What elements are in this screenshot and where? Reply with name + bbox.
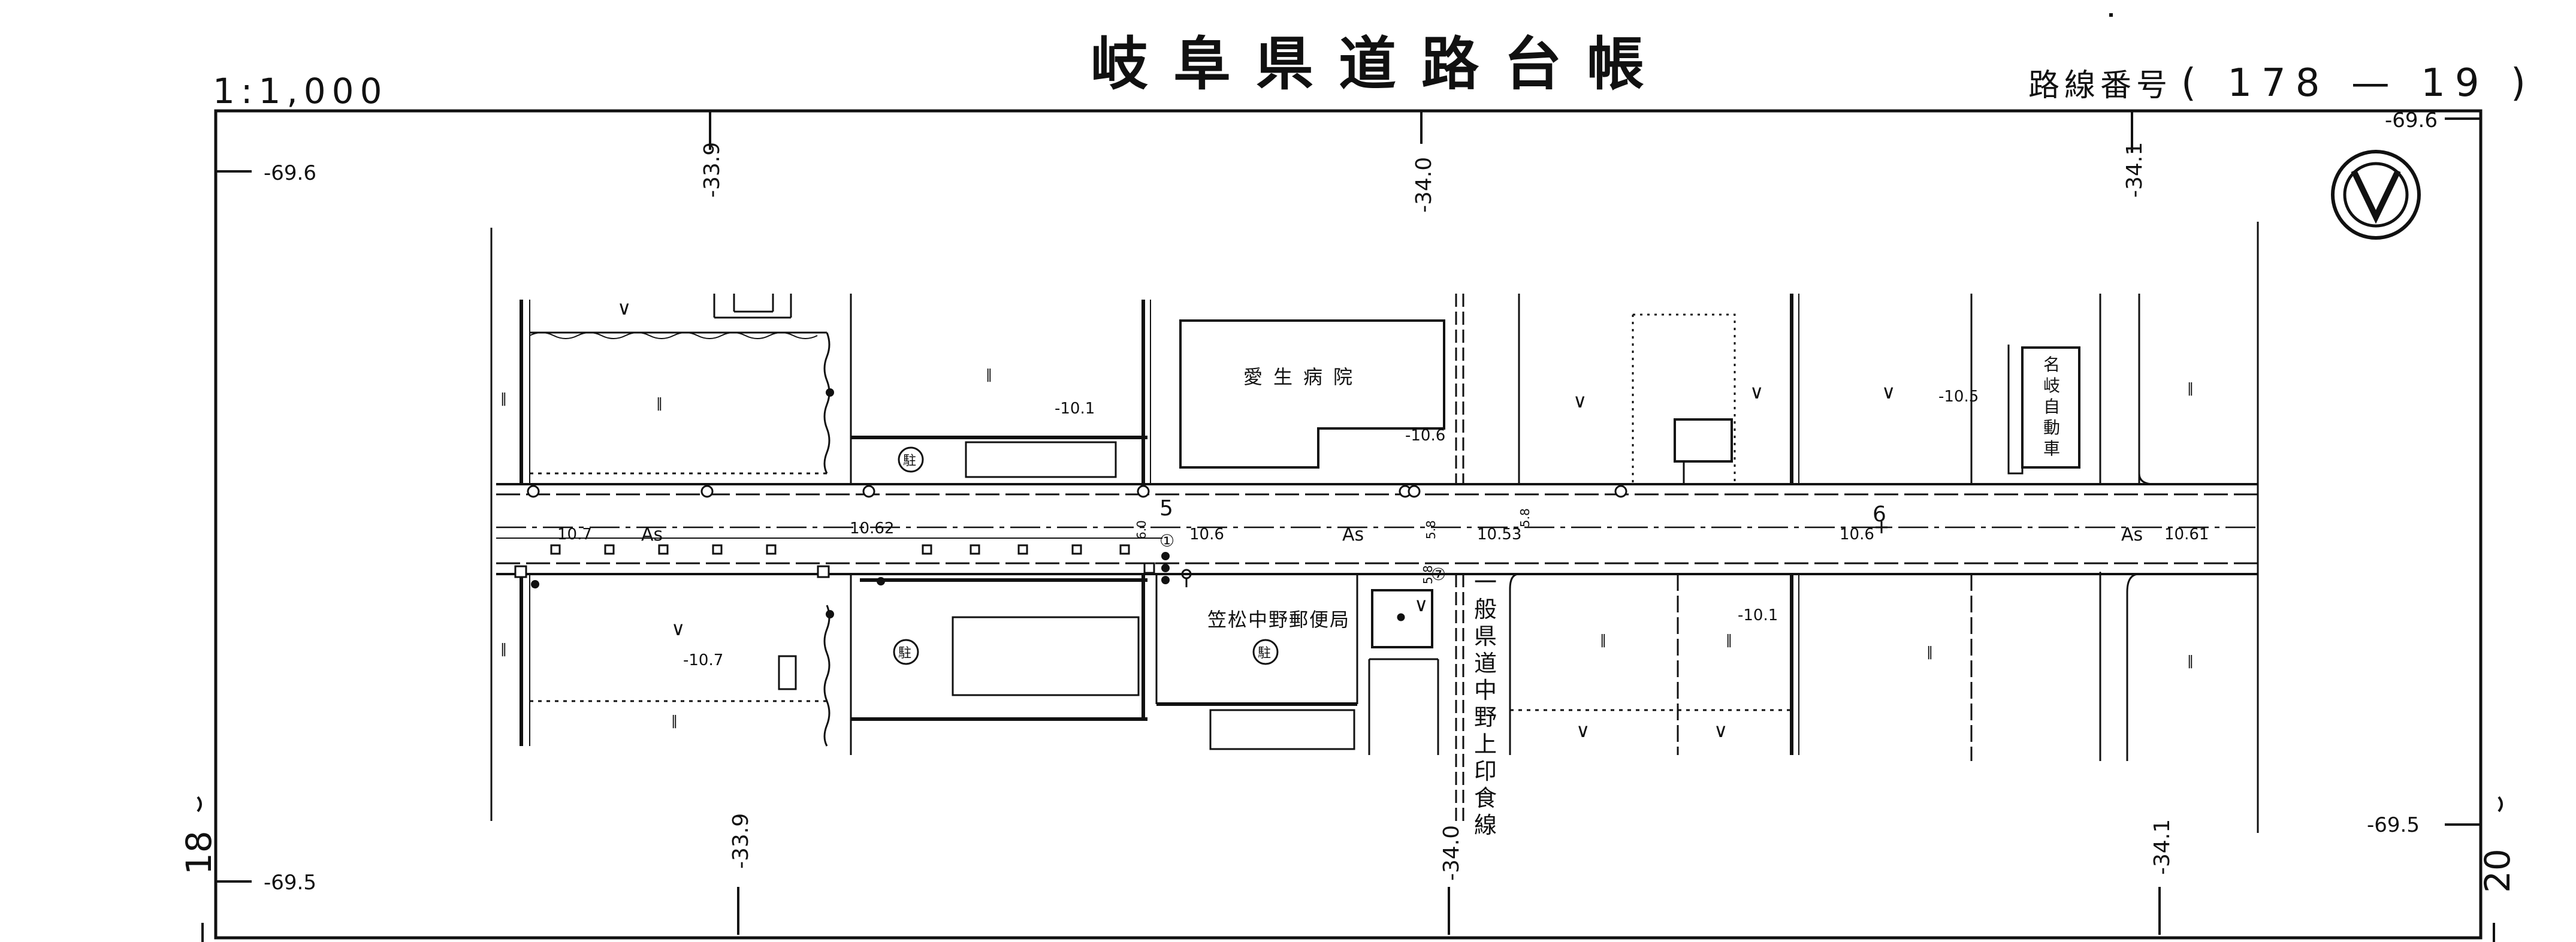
utility-poles <box>531 388 1170 618</box>
svg-text:県: 県 <box>1474 623 1497 650</box>
svg-text:∨: ∨ <box>671 617 685 640</box>
circled-marker-1: ① <box>1159 531 1174 551</box>
svg-text:一: 一 <box>1474 569 1497 596</box>
right-ordinate-top: -69.6 <box>2385 108 2438 132</box>
pavement-label-3: As <box>2121 524 2143 545</box>
svg-text:∨: ∨ <box>1414 593 1428 616</box>
north-arrow-icon <box>2331 150 2421 240</box>
bottom-tick-label-3: -34.1 <box>2150 819 2175 875</box>
svg-text:‖: ‖ <box>500 642 507 657</box>
svg-text:∨: ∨ <box>1573 390 1587 412</box>
right-sheet-number: 20 <box>2477 849 2518 893</box>
svg-text:‖: ‖ <box>2187 381 2194 396</box>
paddy-marks: ‖ ‖ ‖ ‖ ‖ ‖ ‖ ‖ ‖ ‖ <box>500 367 2194 729</box>
svg-text:‖: ‖ <box>671 714 678 729</box>
bottom-tick-label-2: -34.0 <box>1439 825 1464 881</box>
svg-text:10.53: 10.53 <box>1477 526 1521 544</box>
svg-text:5.8: 5.8 <box>1421 565 1435 584</box>
svg-text:‖: ‖ <box>2187 654 2194 669</box>
circled-marker-7: ⑦ <box>1431 564 1446 584</box>
post-office-label: 笠松中野郵便局 <box>1207 608 1350 631</box>
svg-text:印: 印 <box>1474 758 1497 784</box>
elevation-labels: 10.7 10.62 10.6 10.53 10.6 10.61 -10.1 -… <box>557 388 2209 669</box>
svg-text:10.6: 10.6 <box>1189 526 1224 544</box>
svg-text:自: 自 <box>2043 397 2060 416</box>
route-label: 路線番号 <box>2028 68 2172 104</box>
misc-symbols <box>1181 521 1888 621</box>
svg-text:∨: ∨ <box>1750 381 1763 403</box>
neighbor-sheet-marks <box>197 796 2503 942</box>
svg-text:5.8: 5.8 <box>1518 508 1532 527</box>
map-linework <box>490 222 2259 833</box>
scale-label: 1:1,000 <box>213 71 388 111</box>
svg-text:‖: ‖ <box>986 367 992 382</box>
svg-text:-10.7: -10.7 <box>683 651 723 669</box>
svg-text:上: 上 <box>1474 731 1497 757</box>
page-title: 岐阜県道路台帳 <box>1091 31 1669 98</box>
svg-text:-10.5: -10.5 <box>1938 388 1979 406</box>
svg-text:∨: ∨ <box>1714 719 1728 742</box>
section-number-6: 6 <box>1873 502 1886 527</box>
svg-text:車: 車 <box>2043 439 2060 458</box>
left-ordinate-bottom: -69.5 <box>264 871 316 895</box>
pavement-label-1: As <box>641 524 663 545</box>
svg-text:∨: ∨ <box>617 297 631 319</box>
bottom-tick-label-1: -33.9 <box>729 813 753 869</box>
crossroad-name-label: 一 般 県 道 中 野 上 印 食 線 <box>1474 569 1497 838</box>
svg-text:10.62: 10.62 <box>850 520 894 538</box>
svg-text:‖: ‖ <box>1926 645 1933 660</box>
svg-text:動: 動 <box>2043 418 2060 437</box>
svg-text:-10.1: -10.1 <box>1055 400 1095 418</box>
svg-text:中: 中 <box>1474 677 1497 704</box>
svg-text:10.7: 10.7 <box>557 526 592 544</box>
parking-label-1: 駐 <box>903 454 916 469</box>
svg-text:-10.1: -10.1 <box>1738 606 1778 624</box>
top-tick-label-2: -34.0 <box>1412 157 1436 213</box>
svg-text:道: 道 <box>1474 650 1497 677</box>
sheet-frame <box>214 109 2483 940</box>
svg-text:岐: 岐 <box>2043 376 2060 395</box>
svg-text:∨: ∨ <box>1882 381 1895 403</box>
parking-icons <box>893 446 1279 665</box>
svg-text:∨: ∨ <box>1576 719 1590 742</box>
roadside-markers <box>514 485 1627 578</box>
left-sheet-number: 18 <box>179 831 219 875</box>
top-tick-label-3: -34.1 <box>2122 142 2147 198</box>
svg-text:般: 般 <box>1474 596 1497 623</box>
left-ordinate-top: -69.6 <box>264 161 316 185</box>
svg-text:名: 名 <box>2043 355 2060 375</box>
pavement-label-2: As <box>1342 524 1364 545</box>
svg-text:線: 線 <box>1474 812 1497 838</box>
grid-ticks <box>216 111 2481 935</box>
svg-text:10.61: 10.61 <box>2164 526 2209 544</box>
svg-text:‖: ‖ <box>656 396 663 411</box>
svg-text:‖: ‖ <box>1726 633 1732 648</box>
svg-text:‖: ‖ <box>1600 633 1606 648</box>
bus-company-label: 名 岐 自 動 車 <box>2043 355 2060 458</box>
right-ordinate-bottom: -69.5 <box>2367 813 2420 837</box>
route-number: ( 178 — 19 ) <box>2181 61 2535 105</box>
svg-text:野: 野 <box>1474 704 1497 730</box>
header-dot <box>2109 13 2113 17</box>
svg-text:‖: ‖ <box>500 391 507 406</box>
svg-text:食: 食 <box>1474 785 1497 811</box>
dimension-labels: 6.0 5.8 5.8 5.8 <box>1134 508 1532 584</box>
svg-text:-10.6: -10.6 <box>1405 427 1445 445</box>
hospital-label: 愛生病院 <box>1243 366 1363 388</box>
section-number-5: 5 <box>1159 496 1173 521</box>
top-tick-label-1: -33.9 <box>700 142 724 198</box>
parking-label-2: 駐 <box>898 646 911 661</box>
land-use-marks: ∨ ∨ ∨ ∨ ∨ ∨ ∨ ∨ <box>617 297 1895 742</box>
parking-label-3: 駐 <box>1258 646 1271 661</box>
svg-text:5.8: 5.8 <box>1424 520 1438 539</box>
svg-text:6.0: 6.0 <box>1134 520 1149 539</box>
svg-text:10.6: 10.6 <box>1840 526 1874 544</box>
